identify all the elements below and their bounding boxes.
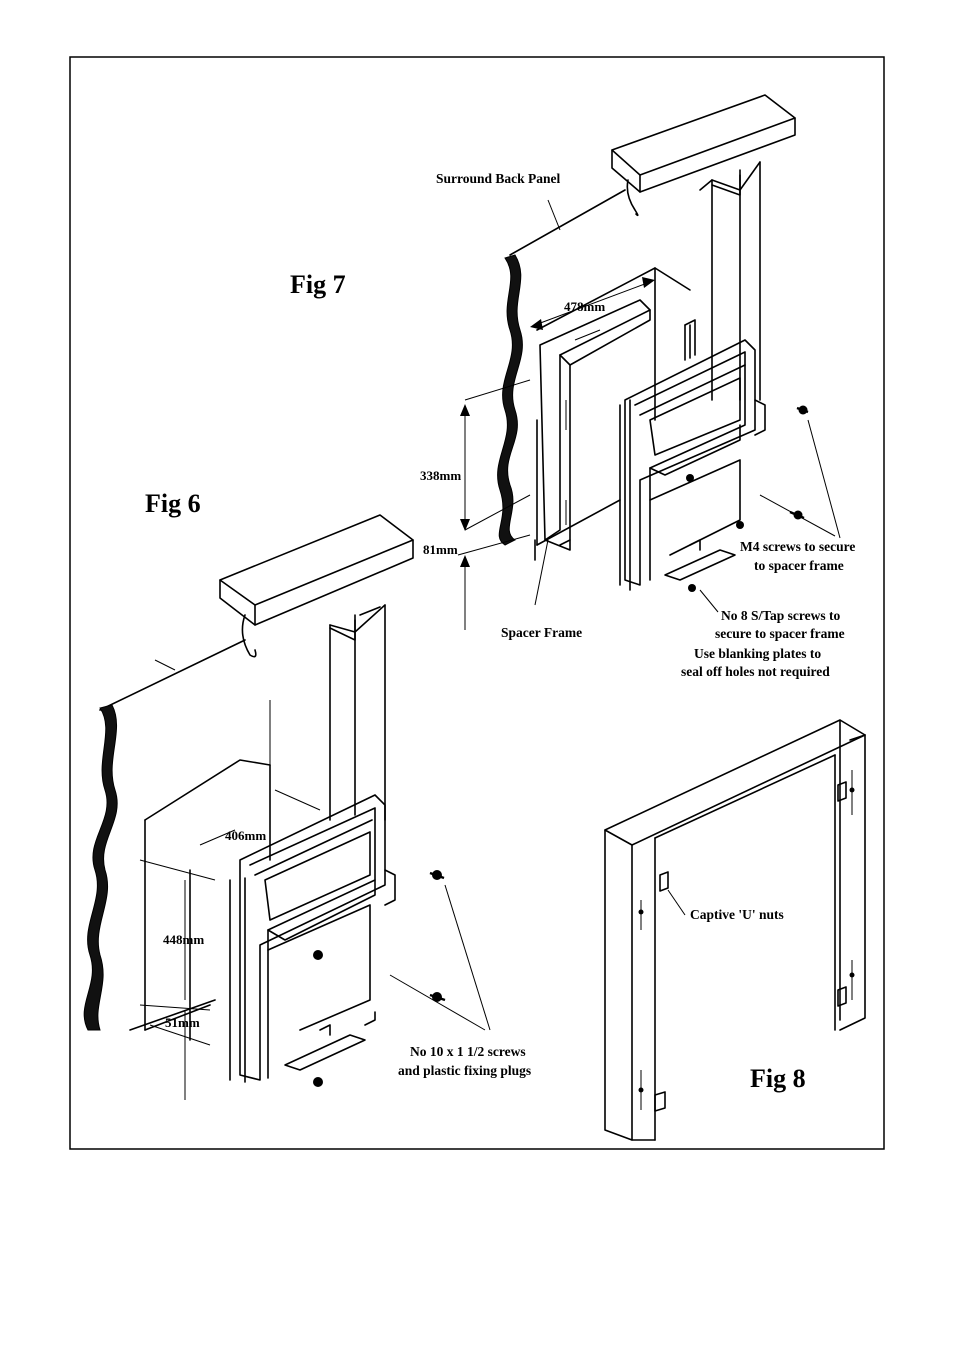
fig7-width-dimension: 478mm (564, 299, 605, 314)
blanking-plates-label-line2: seal off holes not required (681, 664, 830, 679)
fig8-drawing (604, 719, 866, 1141)
no8-screws-label-line1: No 8 S/Tap screws to (721, 608, 841, 623)
no10-screws-label-line1: No 10 x 1 1/2 screws (410, 1044, 526, 1059)
fig7-drawing (457, 94, 841, 630)
spacer-frame-label: Spacer Frame (501, 625, 582, 640)
fig6-height-dimension: 448mm (163, 932, 204, 947)
surround-back-panel-label: Surround Back Panel (436, 171, 561, 186)
no10-screws-label-line2: and plastic fixing plugs (398, 1063, 531, 1078)
m4-screws-label-line2: to spacer frame (754, 558, 844, 573)
diagram-border (69, 56, 885, 1150)
fig6-drawing (83, 514, 491, 1100)
captive-u-nuts-label: Captive 'U' nuts (690, 907, 784, 922)
fig7-title: Fig 7 (290, 270, 346, 299)
blanking-plates-label-line1: Use blanking plates to (694, 646, 821, 661)
fig6-depth-dimension: 51mm (165, 1015, 200, 1030)
no8-screws-label-line2: secure to spacer frame (715, 626, 845, 641)
fig8-title: Fig 8 (750, 1064, 806, 1093)
fig7-height-dimension: 338mm (420, 468, 461, 483)
m4-screws-label-line1: M4 screws to secure (740, 539, 855, 554)
fig7-depth-dimension: 81mm (423, 542, 458, 557)
fig6-width-dimension: 406mm (225, 828, 266, 843)
fig6-title: Fig 6 (145, 489, 201, 518)
